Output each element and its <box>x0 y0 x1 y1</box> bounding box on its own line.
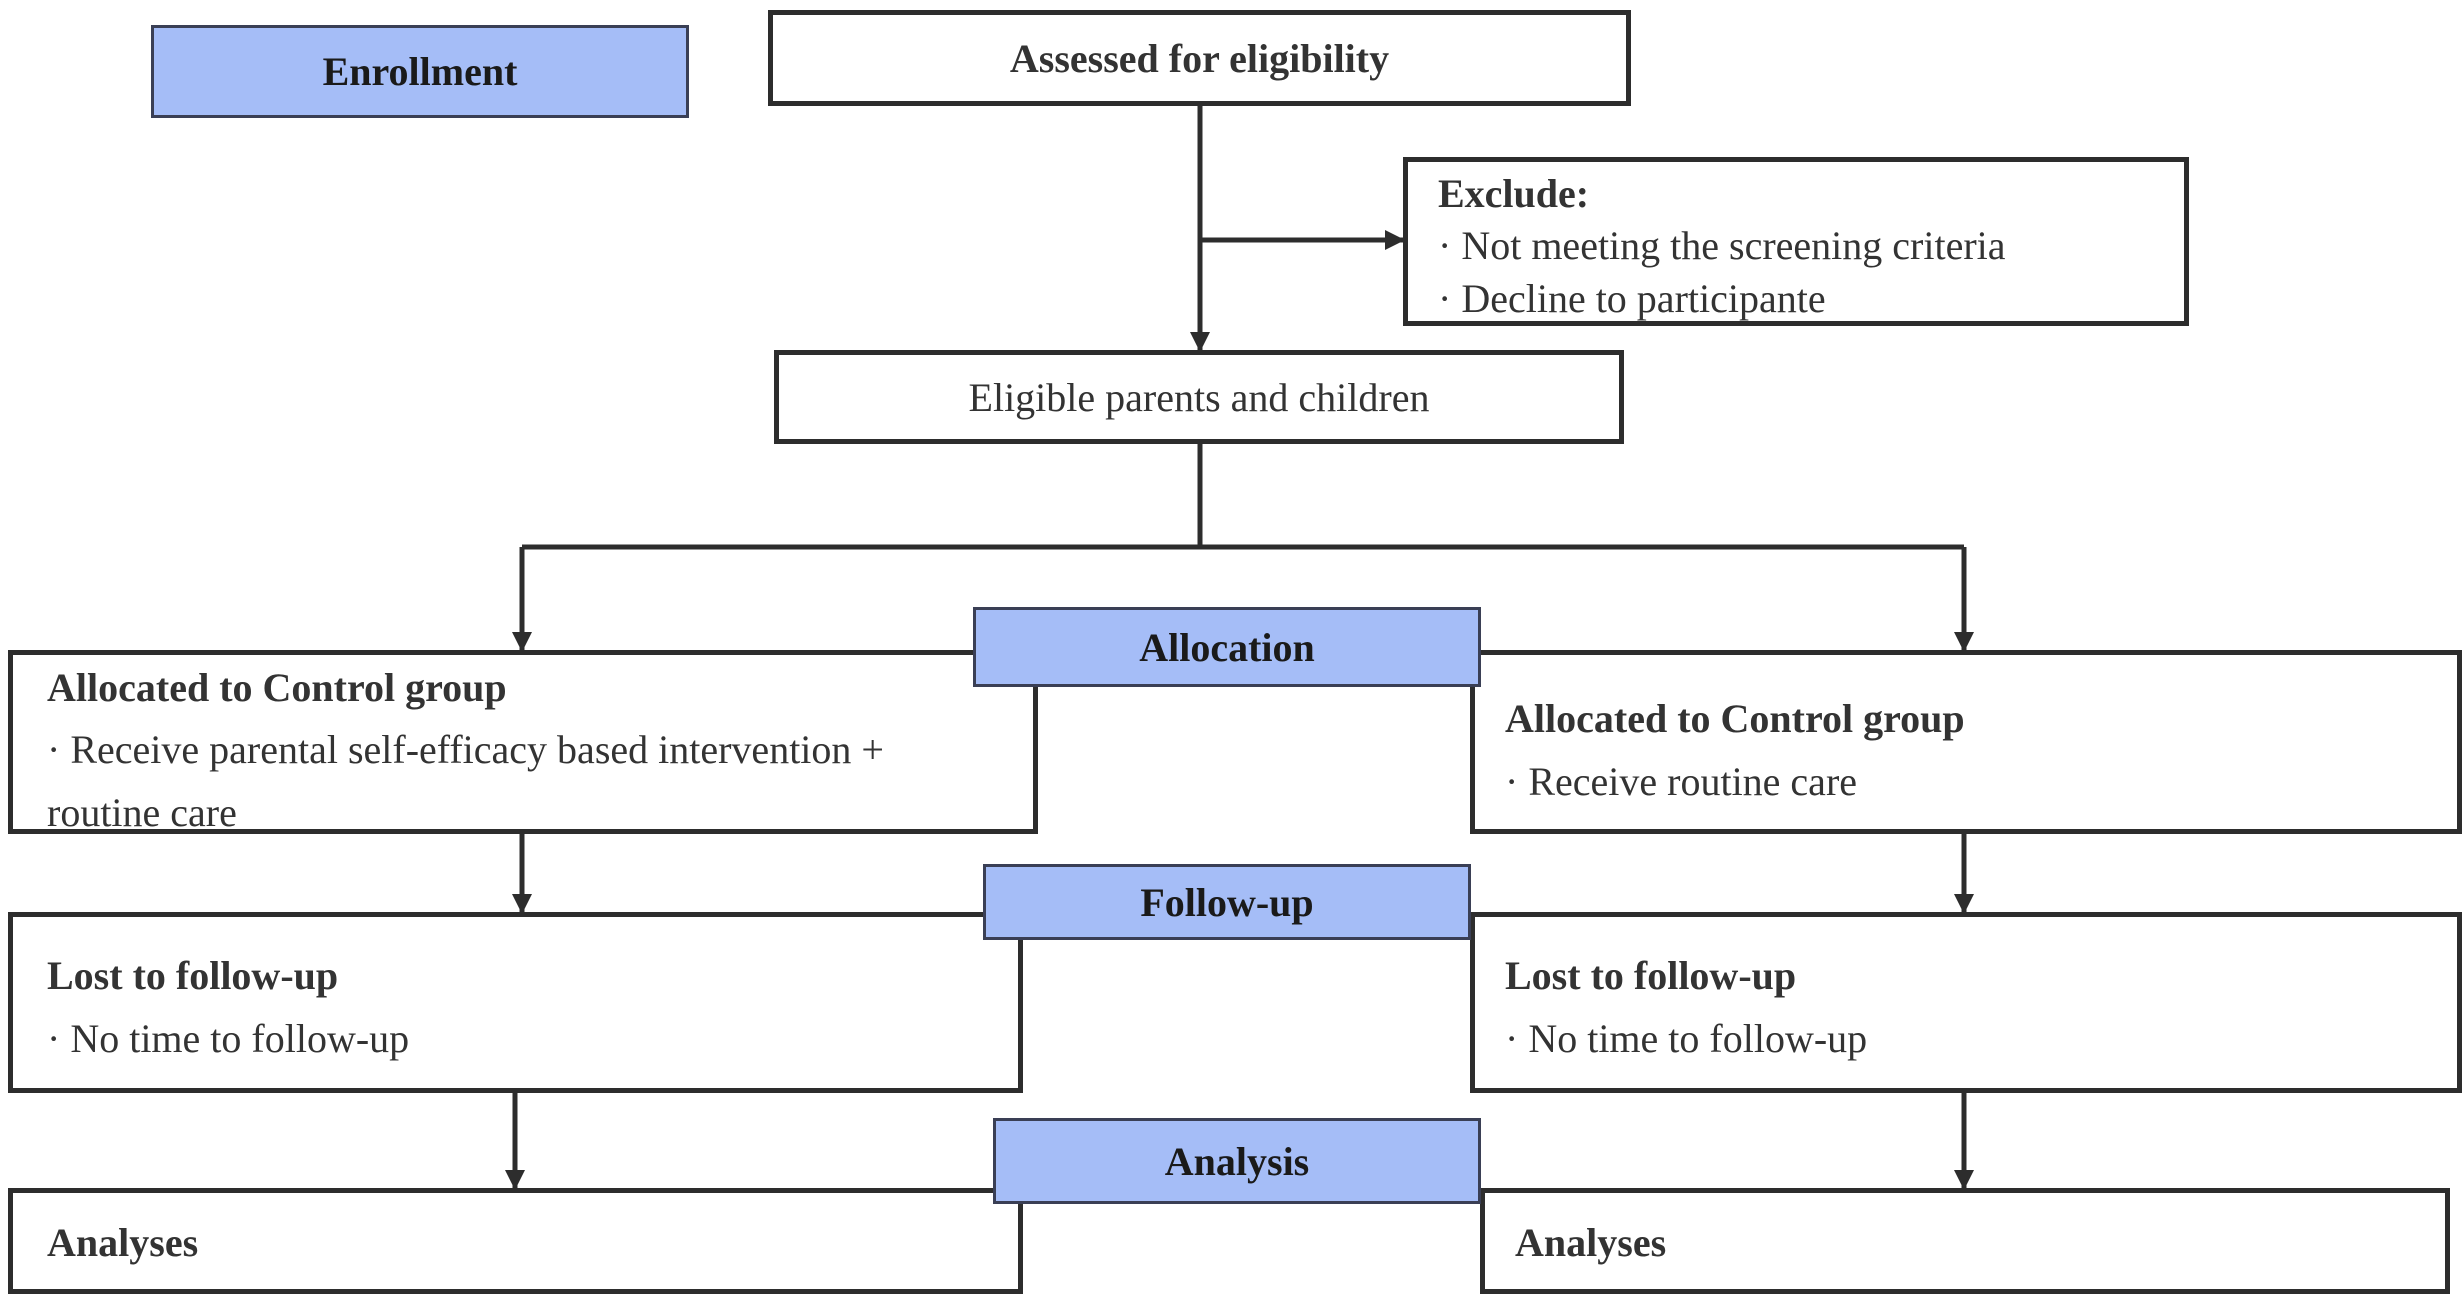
stage-enrollment: Enrollment <box>151 25 689 118</box>
left-lost-line: · No time to follow-up <box>47 1016 410 1061</box>
left-allocated-box: Allocated to Control group · Receive par… <box>8 650 1038 835</box>
right-lost-title: Lost to follow-up <box>1505 953 1797 998</box>
left-analyses-box: Analyses <box>8 1188 1023 1294</box>
stage-analysis: Analysis <box>993 1118 1481 1204</box>
right-allocated-line: · Receive routine care <box>1505 759 1858 804</box>
exclude-item: · Not meeting the screening criteria <box>1438 223 2006 268</box>
left-allocated-line: routine care <box>47 790 237 835</box>
right-lost-line: · No time to follow-up <box>1505 1016 1868 1061</box>
left-lost-box: Lost to follow-up · No time to follow-up <box>8 912 1023 1093</box>
stage-analysis-label: Analysis <box>1164 1138 1310 1184</box>
exclude-item: · Decline to participante <box>1438 276 1826 321</box>
stage-allocation: Allocation <box>973 607 1481 687</box>
right-analyses-label: Analyses <box>1515 1220 1667 1265</box>
assessed-label: Assessed for eligibility <box>1009 35 1390 81</box>
exclude-box: Exclude: · Not meeting the screening cri… <box>1403 157 2189 326</box>
right-allocated-title: Allocated to Control group <box>1505 696 1965 741</box>
right-allocated-box: Allocated to Control group · Receive rou… <box>1470 650 2462 834</box>
left-lost-title: Lost to follow-up <box>47 953 339 998</box>
right-lost-box: Lost to follow-up · No time to follow-up <box>1470 912 2462 1093</box>
exclude-title: Exclude: <box>1438 171 1590 216</box>
eligible-label: Eligible parents and children <box>968 374 1430 420</box>
left-analyses-label: Analyses <box>47 1220 199 1265</box>
left-allocated-title: Allocated to Control group <box>47 665 507 710</box>
stage-followup: Follow-up <box>983 864 1471 940</box>
assessed-box: Assessed for eligibility <box>768 10 1631 106</box>
stage-allocation-label: Allocation <box>1139 624 1315 670</box>
stage-enrollment-label: Enrollment <box>322 49 518 94</box>
stage-followup-label: Follow-up <box>1140 879 1314 925</box>
eligible-box: Eligible parents and children <box>774 350 1624 444</box>
left-allocated-line: · Receive parental self-efficacy based i… <box>47 727 884 772</box>
right-analyses-box: Analyses <box>1480 1188 2450 1294</box>
